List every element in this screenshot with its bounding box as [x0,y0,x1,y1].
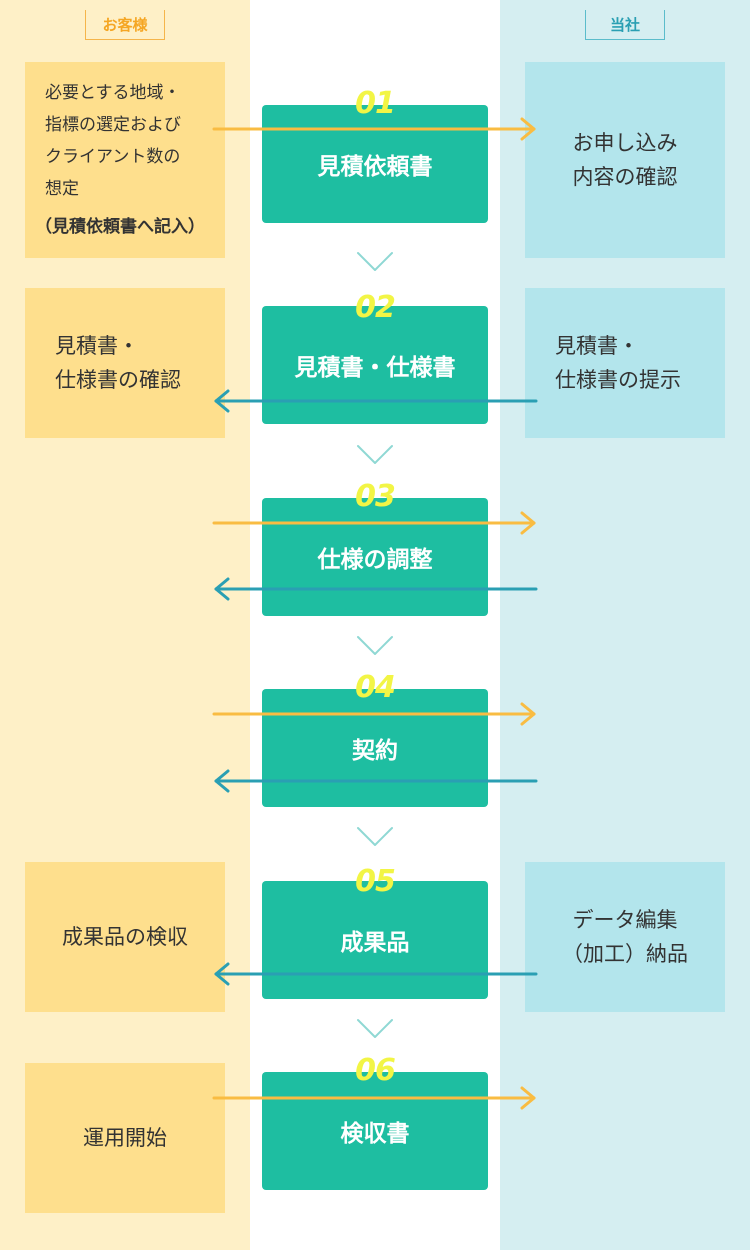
step-number-02: 02 [355,290,396,325]
step-number-04: 04 [355,670,396,705]
company-text-02-1: 見積書・ [555,334,639,358]
step-number-01: 01 [355,86,396,121]
step-label-05: 成果品 [340,930,410,956]
chevron-down-icon [357,252,393,271]
arrow-to-customer-02 [214,389,538,413]
customer-box-06: 運用開始 [25,1063,225,1213]
customer-text-02-1: 見積書・ [55,334,139,358]
step-label-04: 契約 [352,738,398,764]
company-text-05-1: データ編集 [572,908,678,932]
step-number-05: 05 [355,864,396,899]
chevron-down-icon [357,1019,393,1038]
customer-box-02: 見積書・ 仕様書の確認 [25,288,225,438]
customer-text-01-3: クライアント数の [45,147,181,167]
step-box-05: 成果品 [262,881,488,999]
step-number-03: 03 [355,479,396,514]
customer-text-01-4: 想定 [45,179,79,199]
step-number-06: 06 [355,1053,396,1088]
step-label-01: 見積依頼書 [317,154,433,180]
company-box-05: データ編集 （加工）納品 [525,862,725,1012]
company-box-01: お申し込み 内容の確認 [525,62,725,258]
arrow-to-company-01 [212,117,536,141]
chevron-down-icon [357,636,393,655]
step-label-06: 検収書 [340,1121,410,1147]
customer-box-05: 成果品の検収 [25,862,225,1012]
arrow-to-customer-05 [214,962,538,986]
company-text-02-2: 仕様書の提示 [555,368,681,392]
chevron-down-icon [357,827,393,846]
arrow-to-customer-04 [214,769,538,793]
step-box-06: 検収書 [262,1072,488,1190]
customer-note-01: （見積依頼書へ記入） [35,217,205,237]
customer-text-05-1: 成果品の検収 [62,925,188,949]
step-label-03: 仕様の調整 [317,547,433,573]
arrow-to-company-03 [212,511,536,535]
customer-text-01-1: 必要とする地域・ [45,83,181,103]
step-box-02: 見積書・仕様書 [262,306,488,424]
company-text-05-2: （加工）納品 [562,942,688,966]
customer-box-01: 必要とする地域・ 指標の選定および クライアント数の 想定 （見積依頼書へ記入） [25,62,225,258]
customer-lane-label: お客様 [85,10,165,40]
company-text-01-1: お申し込み [572,131,678,155]
company-box-02: 見積書・ 仕様書の提示 [525,288,725,438]
company-text-01-2: 内容の確認 [572,165,678,189]
arrow-to-customer-03 [214,577,538,601]
customer-text-02-2: 仕様書の確認 [55,368,181,392]
step-box-04: 契約 [262,689,488,807]
step-box-03: 仕様の調整 [262,498,488,616]
customer-text-01-2: 指標の選定および [45,115,181,135]
customer-text-06-1: 運用開始 [83,1126,167,1150]
step-label-02: 見積書・仕様書 [294,355,456,381]
step-box-01: 見積依頼書 [262,105,488,223]
chevron-down-icon [357,445,393,464]
arrow-to-company-06 [212,1086,536,1110]
arrow-to-company-04 [212,702,536,726]
company-lane-label: 当社 [585,10,665,40]
